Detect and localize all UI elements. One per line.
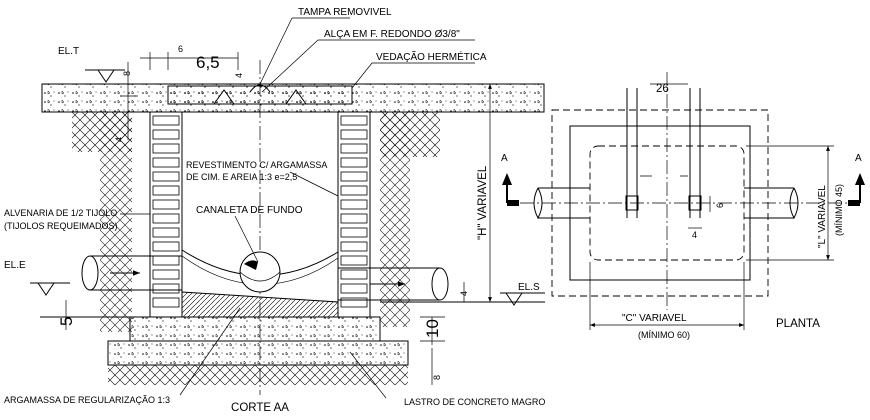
brick xyxy=(152,199,180,210)
label-canaleta: CANALETA DE FUNDO xyxy=(196,205,303,216)
brick xyxy=(340,241,368,252)
label-vedacao: VEDAÇÃO HERMÉTICA xyxy=(376,50,487,63)
right-brick-wall xyxy=(337,111,371,318)
leader-canaleta xyxy=(234,215,259,263)
section-view: TAMPA REMOVIVEL ALÇA EM F. REDONDO Ø3/8"… xyxy=(4,7,545,414)
leader-tampa xyxy=(259,17,350,85)
dim-4-left: 4 xyxy=(114,137,124,142)
regularization-mortar xyxy=(181,291,339,318)
dim-8-bottom: 8 xyxy=(432,375,442,380)
brick xyxy=(340,143,368,154)
section-marker-right: A xyxy=(848,153,865,206)
brick xyxy=(340,185,368,196)
brick xyxy=(152,171,180,182)
brick xyxy=(152,185,180,196)
label-revest-2: DE CIM. E AREIA 1:3 e=2,5 xyxy=(186,172,297,182)
brick xyxy=(152,157,180,168)
dim-10: 10 xyxy=(423,319,442,338)
label-els: EL.S xyxy=(518,282,540,293)
label-alvenaria-2: (TIJOLOS REQUEIMADOS) xyxy=(4,221,118,231)
brick xyxy=(340,129,368,140)
dim-6: 6 xyxy=(178,44,183,54)
channel-pipe-section xyxy=(239,251,281,293)
cover-handle xyxy=(249,84,271,93)
plan-title: PLANTA xyxy=(776,318,820,330)
svg-text:A: A xyxy=(501,153,508,164)
brick xyxy=(340,227,368,238)
brick xyxy=(340,269,368,280)
plan-view: A A 26 6 4 "C" VARIAVEL (MÍNIMO 60) "L" … xyxy=(501,72,865,340)
brick xyxy=(152,129,180,140)
brick xyxy=(152,255,180,266)
brick xyxy=(340,297,368,308)
dim-6-5: 6,5 xyxy=(196,53,220,72)
soil-left-low xyxy=(100,112,132,332)
label-l-minimo: (MÍNIMO 45) xyxy=(834,184,844,236)
label-h-variavel: "H" VARIAVEL xyxy=(477,165,489,240)
label-tampa: TAMPA REMOVIVEL xyxy=(298,7,392,18)
plan-pipe-right xyxy=(744,187,799,220)
brick xyxy=(152,213,180,224)
base-slab xyxy=(129,316,381,342)
lean-concrete xyxy=(107,340,409,366)
brick xyxy=(152,227,180,238)
section-title: CORTE AA xyxy=(231,402,289,414)
brick xyxy=(340,283,368,294)
outlet-pipe xyxy=(338,267,449,301)
label-c-variavel: "C" VARIAVEL xyxy=(622,313,687,324)
soil-bottom xyxy=(108,365,408,385)
plan-pipe-left xyxy=(533,187,590,220)
dim-4-right: 4 xyxy=(459,291,469,296)
label-l-variavel: "L" VARIAVEL xyxy=(817,185,828,248)
brick xyxy=(152,115,180,126)
svg-text:A: A xyxy=(855,153,862,164)
brick xyxy=(340,171,368,182)
leader-argamassa xyxy=(179,307,241,396)
elt-marker xyxy=(85,69,125,83)
leader-alca xyxy=(261,39,475,93)
leader-lastro xyxy=(349,351,387,399)
brick xyxy=(340,255,368,266)
removable-cover xyxy=(167,85,353,105)
brick xyxy=(340,199,368,210)
brick xyxy=(152,297,180,308)
brick xyxy=(152,143,180,154)
dim-4-top: 4 xyxy=(234,73,244,78)
dim-8-top: 8 xyxy=(122,71,132,76)
section-marker-left: A xyxy=(501,153,519,206)
label-ele: EL.E xyxy=(4,260,26,271)
label-alvenaria-1: ALVENARIA DE 1/2 TIJOLO xyxy=(4,208,117,218)
brick xyxy=(340,157,368,168)
brick xyxy=(152,241,180,252)
brick xyxy=(340,115,368,126)
label-lastro: LASTRO DE CONCRETO MAGRO xyxy=(404,397,545,407)
label-revest-1: REVESTIMENTO C/ ARGAMASSA xyxy=(186,160,327,170)
leader-revest xyxy=(289,171,339,197)
brick xyxy=(152,269,180,280)
inlet-pipe xyxy=(81,255,182,291)
label-elt: EL.T xyxy=(58,46,79,57)
label-alca: ALÇA EM F. REDONDO Ø3/8" xyxy=(324,29,460,40)
dim-4-plan: 4 xyxy=(692,230,697,240)
soil-right-low xyxy=(380,112,410,327)
brick xyxy=(340,213,368,224)
plan-handle-left xyxy=(626,88,638,218)
plan-handle-right xyxy=(689,88,701,218)
ele-marker xyxy=(30,282,70,296)
leader-vedacao xyxy=(351,62,475,89)
label-argamassa: ARGAMASSA DE REGULARIZAÇÃO 1:3 xyxy=(4,395,170,405)
dim-5: 5 xyxy=(57,317,76,326)
els-marker xyxy=(500,292,545,306)
dim-26: 26 xyxy=(656,83,669,95)
label-c-minimo: (MÍNIMO 60) xyxy=(638,330,690,340)
brick xyxy=(152,283,180,294)
left-brick-wall xyxy=(149,111,183,318)
dim-6-plan: 6 xyxy=(715,203,725,208)
